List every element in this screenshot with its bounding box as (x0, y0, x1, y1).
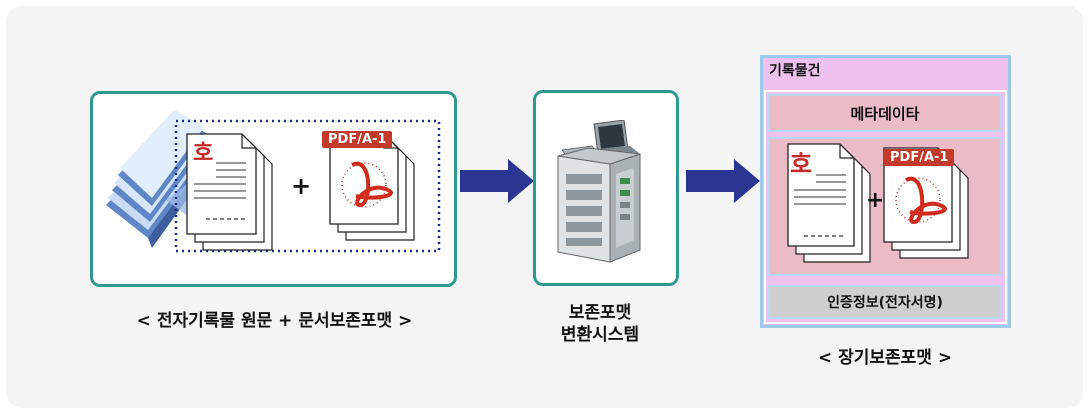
hwp-document-icon: 호 (787, 143, 871, 263)
pdf-document-icon (329, 133, 415, 241)
conversion-system-label: 보존포맷 변환시스템 (520, 302, 680, 346)
svg-text:호: 호 (193, 141, 213, 166)
plus-sign: + (866, 188, 885, 213)
certificate-label: 인증정보(전자서명) (827, 295, 943, 311)
right-arrow-icon (686, 159, 760, 203)
server-icon (557, 120, 641, 263)
metadata-section: 메타데이타 (768, 94, 1002, 132)
conversion-system-label-line1: 보존포맷 (568, 303, 632, 323)
certificate-section: 인증정보(전자서명) (768, 285, 1002, 319)
record-inner-frame (764, 90, 1007, 324)
pdf-format-badge: PDF/A-1 (322, 131, 393, 148)
longterm-format-caption: < 장기보존포맷 > (817, 348, 953, 368)
pdf-document-icon (883, 147, 969, 259)
source-caption: < 전자기록물 원문 + 문서보존포맷 > (136, 311, 413, 331)
conversion-system-label-line2: 변환시스템 (560, 325, 640, 345)
right-arrow-icon (460, 159, 534, 203)
svg-text:호: 호 (790, 150, 812, 178)
hwp-document-icon: 호 (186, 133, 273, 251)
plus-sign: + (291, 172, 312, 200)
metadata-label: 메타데이타 (850, 104, 920, 123)
pdf-format-badge: PDF/A-1 (884, 149, 955, 166)
record-item-title: 기록물건 (769, 63, 821, 79)
